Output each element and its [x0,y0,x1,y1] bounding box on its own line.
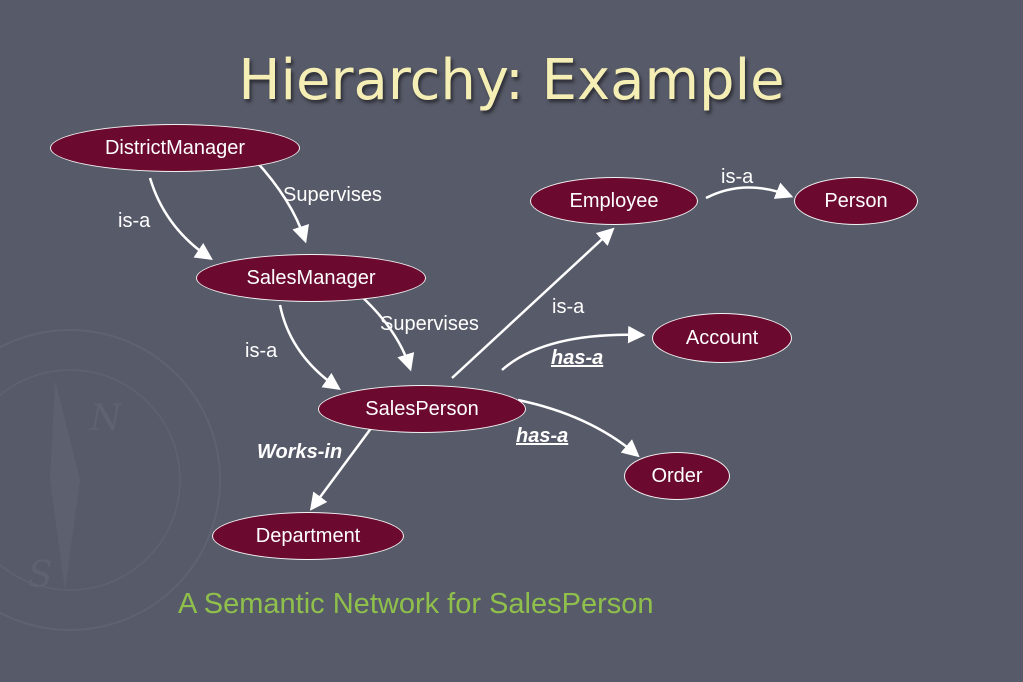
label-sp-hasa-order: has-a [516,425,569,447]
edge-sp-hasa-account [501,325,646,371]
label-sp-worksin: Works-in [257,441,343,463]
node-district-manager: DistrictManager [50,124,300,172]
node-department: Department [212,512,404,560]
edge-dm-supervises-sm [254,159,309,244]
edge-sp-isa-employee [451,227,615,379]
edge-dm-isa-sm [148,177,213,260]
edge-employee-isa-person [705,182,794,200]
node-sales-person: SalesPerson [318,385,526,433]
label-sp-isa: is-a [552,296,585,318]
label-sm-supervises: Supervises [380,313,479,335]
slide-title: Hierarchy: Example [238,48,785,113]
edge-sp-worksin-department [309,426,374,511]
node-sales-manager: SalesManager [196,254,426,302]
node-account: Account [652,313,792,363]
label-sm-isa: is-a [245,340,278,362]
compass-s-mark: S [28,555,53,596]
node-person: Person [794,177,918,225]
label-dm-isa: is-a [118,210,151,232]
node-employee: Employee [530,177,698,225]
edge-sm-isa-sp [278,304,341,390]
label-emp-isa: is-a [721,166,754,188]
edge-sp-hasa-order [517,398,640,458]
slide-caption: A Semantic Network for SalesPerson [178,588,654,620]
compass-n-mark: N [90,398,122,439]
label-dm-supervises: Supervises [283,184,382,206]
node-order: Order [624,452,730,500]
label-sp-hasa-account: has-a [551,347,604,369]
edge-sm-supervises-sp [359,294,415,372]
